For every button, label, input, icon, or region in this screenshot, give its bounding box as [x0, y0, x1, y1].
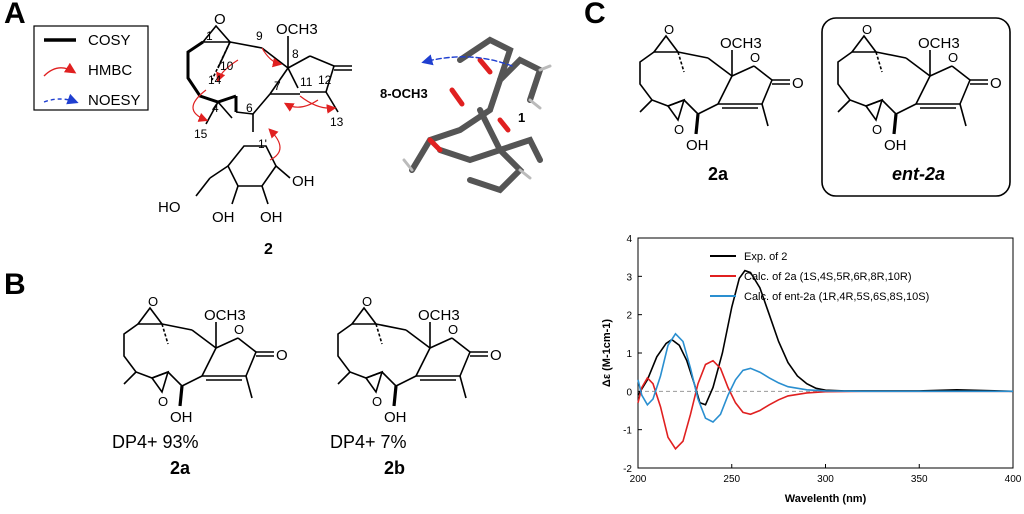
atom-label-1prime: 1' — [258, 137, 267, 151]
b-2b-och3: OCH3 — [418, 307, 460, 324]
atom-label-8: 8 — [292, 47, 299, 61]
y-tick-label: -1 — [623, 426, 632, 437]
b-2a-och3: OCH3 — [204, 307, 246, 324]
compound-2-hmbc-arrows — [192, 47, 337, 161]
noesy-correlation-arrow — [421, 54, 513, 67]
c-2a-oh: OH — [686, 137, 709, 154]
structure-ent-2a: OCH3 OH — [836, 20, 1004, 154]
dp4-2a-label: DP4+ 93% — [112, 432, 199, 452]
correlation-legend: COSY HMBC NOESY — [33, 25, 149, 111]
sugar-ho: HO — [158, 199, 181, 216]
x-tick-label: 200 — [630, 474, 647, 485]
model-label-h1: 1 — [518, 110, 525, 125]
x-tick-label: 300 — [817, 474, 834, 485]
atom-label-6: 6 — [246, 101, 253, 115]
atom-label-9: 9 — [256, 29, 263, 43]
noesy-legend-arrow — [43, 93, 79, 105]
y-tick-label: -2 — [623, 464, 632, 475]
atom-label-12: 12 — [318, 73, 332, 87]
panel-label-b: B — [4, 268, 26, 301]
b-2b-oh: OH — [384, 409, 407, 426]
epoxide-oxygen: O — [214, 11, 226, 28]
b-2a-oh: OH — [170, 409, 193, 426]
legend-hmbc-label: HMBC — [88, 62, 132, 79]
dp4-2b-label: DP4+ 7% — [330, 432, 407, 452]
y-tick-label: 0 — [626, 387, 632, 398]
legend-label-0: Exp. of 2 — [744, 251, 787, 263]
compound-label-2a-b: 2a — [170, 458, 191, 478]
x-tick-label: 250 — [723, 474, 740, 485]
series-line-2 — [637, 332, 1013, 423]
atom-label-14: 14 — [208, 73, 222, 87]
sugar-oh-2: OH — [260, 209, 283, 226]
x-tick-label: 350 — [911, 474, 928, 485]
y-tick-label: 4 — [626, 234, 632, 245]
compound-2-atom-labels: 1 O 10 9 8 OCH3 12 11 7 6 14 4 15 13 1' … — [158, 11, 344, 258]
x-axis-label: Wavelenth (nm) — [785, 493, 867, 505]
hmbc-legend-arrow — [43, 62, 77, 77]
series-line-1 — [637, 359, 1013, 451]
atom-label-10: 10 — [220, 59, 234, 73]
legend-cosy-label: COSY — [88, 32, 131, 49]
atom-label-7: 7 — [274, 79, 281, 93]
legend-label-2: Calc. of ent-2a (1R,4R,5S,6S,8S,10S) — [744, 291, 929, 303]
c-ent2a-oh: OH — [884, 137, 907, 154]
atom-label-4: 4 — [212, 101, 219, 115]
legend-label-1: Calc. of 2a (1S,4S,5R,6R,8R,10R) — [744, 271, 912, 283]
compound-2-structure — [186, 24, 352, 205]
y-tick-label: 1 — [626, 349, 632, 360]
structure-2a-panel-b: OCH3 OH — [122, 292, 290, 426]
x-tick-label: 400 — [1005, 474, 1022, 485]
sugar-oh-1: OH — [292, 173, 315, 190]
compound-label-ent-2a: ent-2a — [892, 164, 945, 184]
atom-label-13: 13 — [330, 115, 344, 129]
structure-2b-panel-b: OCH3 OH — [336, 292, 504, 426]
sugar-oh-3: OH — [212, 209, 235, 226]
atom-label-15: 15 — [194, 127, 208, 141]
panel-label-c: C — [584, 0, 606, 30]
compound-label-2a-c: 2a — [708, 164, 729, 184]
compound-label-2b: 2b — [384, 458, 405, 478]
legend-noesy-label: NOESY — [88, 92, 141, 109]
panel-label-a: A — [4, 0, 26, 30]
atom-label-1: 1 — [206, 29, 213, 43]
ent-2a-highlight-box — [821, 17, 1011, 197]
structure-2a-panel-c: OCH3 OH — [638, 20, 806, 154]
c-2a-och3: OCH3 — [720, 35, 762, 52]
conformer-3d-model: 8-OCH3 1 — [380, 36, 552, 194]
y-axis-label: Δε (M-1cm-1) — [601, 319, 613, 387]
model-label-och3: 8-OCH3 — [380, 86, 428, 101]
compound-label-2: 2 — [264, 241, 273, 258]
y-tick-label: 2 — [626, 311, 632, 322]
y-tick-label: 3 — [626, 272, 632, 283]
atom-label-11: 11 — [300, 75, 313, 89]
c-ent2a-och3: OCH3 — [918, 35, 960, 52]
och3-label: OCH3 — [276, 21, 318, 38]
